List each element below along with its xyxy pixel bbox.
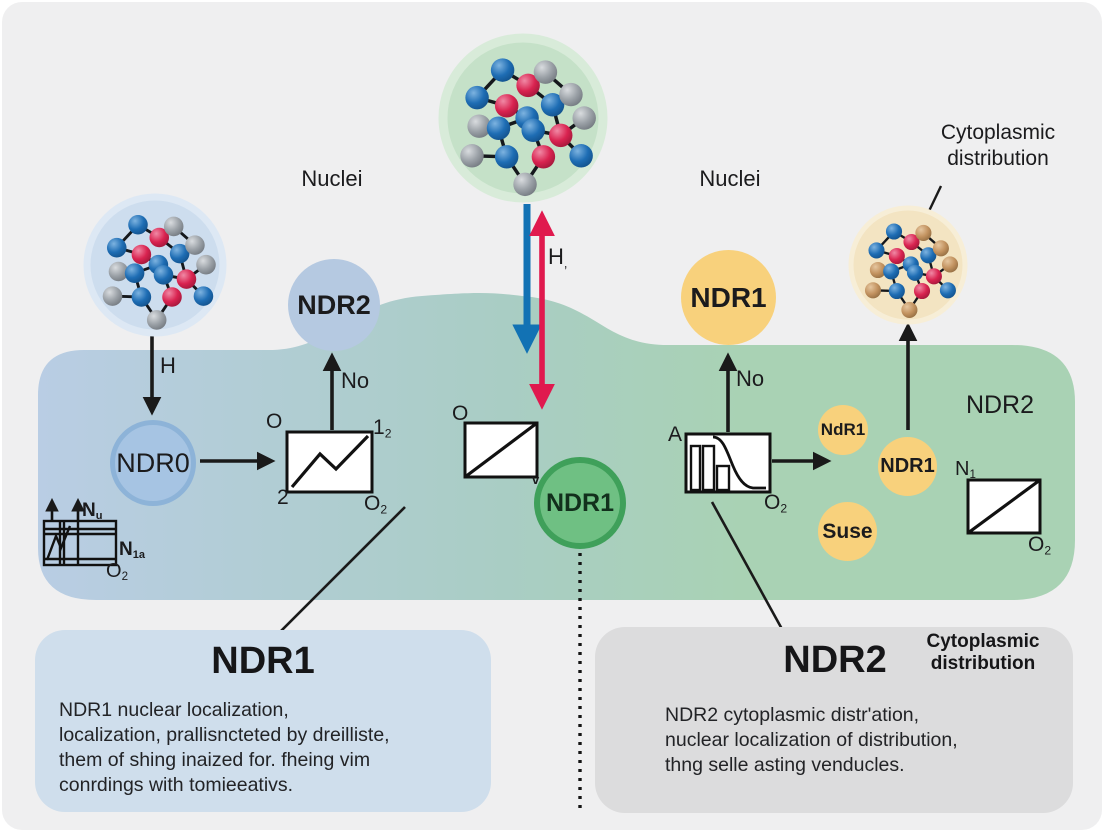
arrow-no-right-label: No xyxy=(736,366,765,391)
molecule-structure-right xyxy=(864,223,959,318)
grid-label-top: Nu xyxy=(82,500,103,523)
grid-label-mid: N1a xyxy=(119,539,145,562)
graph-box-bars-decay xyxy=(684,432,772,494)
arrow-no-left-label: No xyxy=(341,368,370,393)
box1-label-tl: O xyxy=(266,410,283,433)
panel-ndr2-title: NDR2 xyxy=(783,639,887,681)
molecule-structure-left xyxy=(102,214,216,330)
graph-box-diagonal-center xyxy=(463,421,539,479)
node-ndr2-circle: NDR2 xyxy=(288,259,380,351)
arrow-h-center-label: H, xyxy=(548,244,568,271)
panel-ndr2-subtitle: Cytoplasmic distribution xyxy=(926,631,1040,674)
arrow-h-label: H xyxy=(160,353,176,378)
box1-label-bl: 2 xyxy=(277,486,289,509)
box4-label-tl: N1 xyxy=(955,458,976,482)
panel-ndr2-body: NDR2 cytoplasmic distr'ation, nuclear lo… xyxy=(665,704,958,776)
panel-ndr1-title: NDR1 xyxy=(211,640,315,682)
vesicle-ndr1-a-label: NdR1 xyxy=(820,420,866,439)
vesicle-suse-label: Suse xyxy=(822,519,873,543)
node-ndr1-green-label: NDR1 xyxy=(545,488,615,517)
node-ndr0-circle: NDR0 xyxy=(110,420,196,506)
panel-ndr1-body: NDR1 nuclear localization, localization,… xyxy=(59,699,390,796)
cytoplasmic-distribution-top-label: Cytoplasmic distribution xyxy=(940,121,1056,170)
box3-label-tl: A xyxy=(668,423,683,446)
node-ndr2-label: NDR2 xyxy=(297,289,371,320)
box3-label-br: O2 xyxy=(764,491,788,516)
panel-ndr2: NDR2 Cytoplasmic distribution NDR2 cytop… xyxy=(595,627,1073,813)
panel-ndr1: NDR1 NDR1 nuclear localization, localiza… xyxy=(35,630,491,812)
box1-label-br: O2 xyxy=(364,492,388,517)
nuclei-left-label: Nuclei xyxy=(301,166,363,191)
node-ndr1-green-circle: NDR1 xyxy=(534,457,626,549)
vesicle-ndr1-b-label: NDR1 xyxy=(880,455,935,477)
vesicle-ndr1-b: NDR1 xyxy=(878,437,937,496)
box4-label-br: O2 xyxy=(1028,533,1052,558)
vesicle-suse: Suse xyxy=(818,502,877,561)
nuclei-grid-glyph xyxy=(42,497,118,567)
node-ndr1-top-label: NDR1 xyxy=(690,281,767,313)
graph-box-zigzag xyxy=(285,430,374,494)
box2-label-br: v xyxy=(532,472,540,487)
ndr2-panel-pointer-line xyxy=(710,501,790,641)
grid-label-bot: O2 xyxy=(106,560,129,584)
box2-label-tl: O xyxy=(452,402,469,425)
region-ndr2-label: NDR2 xyxy=(965,391,1035,419)
node-ndr0-label: NDR0 xyxy=(116,447,190,478)
nuclei-right-label: Nuclei xyxy=(699,166,761,191)
node-ndr1-top-circle: NDR1 xyxy=(681,250,776,345)
cell-region xyxy=(38,293,1075,600)
box1-label-tr: 12 xyxy=(373,416,392,441)
molecule-structure-top xyxy=(460,58,596,197)
ndr1-panel-pointer-line xyxy=(271,506,406,641)
vesicle-ndr1-a: NdR1 xyxy=(818,405,868,455)
graph-box-diagonal-right xyxy=(966,478,1042,535)
